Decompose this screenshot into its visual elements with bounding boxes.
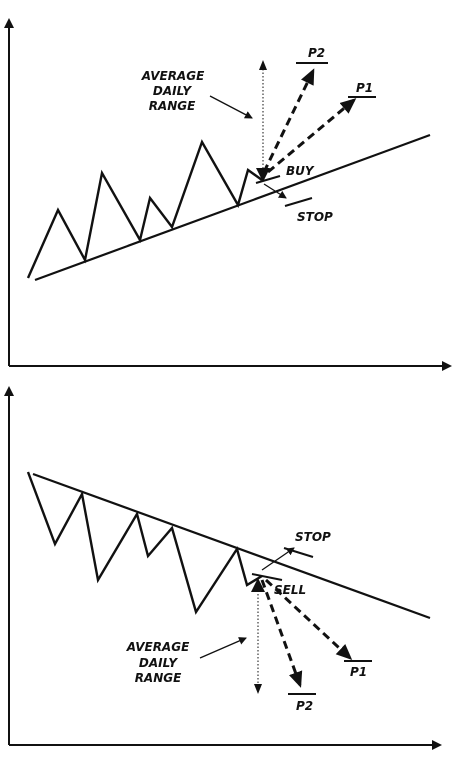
bottom-range-down-arrowhead [254, 684, 262, 694]
bottom-label-range: RANGE [135, 671, 182, 685]
top-panel: AVERAGE DAILY RANGE BUY STOP P2 P1 [3, 18, 452, 371]
top-price-zigzag [26, 139, 263, 279]
bottom-range-pointer-arrow [199, 637, 247, 659]
bottom-stop-tick [283, 547, 314, 558]
bottom-range-up-arrowhead [251, 578, 265, 592]
bottom-label-average: AVERAGE [126, 640, 190, 654]
top-label-average: AVERAGE [141, 69, 205, 83]
top-stop-tick [284, 197, 313, 207]
top-range-pointer-arrow [209, 95, 253, 119]
top-label-p2: P2 [308, 46, 325, 60]
top-stop-arrow [263, 183, 287, 199]
bottom-p2-target-arrow [260, 579, 303, 688]
bottom-label-stop: STOP [295, 530, 331, 544]
bottom-label-p1: P1 [350, 665, 367, 679]
bottom-falling-trendline [32, 472, 431, 620]
top-buy-tick [255, 175, 281, 184]
top-p2-target-arrow [262, 68, 315, 173]
bottom-panel: SELL STOP AVERAGE DAILY RANGE P2 P1 [3, 386, 442, 750]
top-label-buy: BUY [286, 164, 315, 178]
top-label-stop: STOP [297, 210, 333, 224]
bottom-stop-arrow [261, 547, 295, 571]
top-rising-trendline [34, 133, 431, 282]
bottom-label-p2: P2 [296, 699, 313, 713]
top-label-daily: DAILY [153, 84, 192, 98]
top-p1-target-arrow [267, 98, 357, 174]
bottom-label-daily: DAILY [139, 656, 178, 670]
bottom-sell-tick [251, 573, 283, 581]
top-label-range: RANGE [149, 99, 196, 113]
top-label-p1: P1 [356, 81, 373, 95]
bottom-price-zigzag [26, 471, 263, 615]
bottom-p1-target-arrow [264, 578, 353, 661]
top-range-up-arrowhead [259, 60, 267, 70]
top-range-down-arrowhead [256, 168, 270, 182]
